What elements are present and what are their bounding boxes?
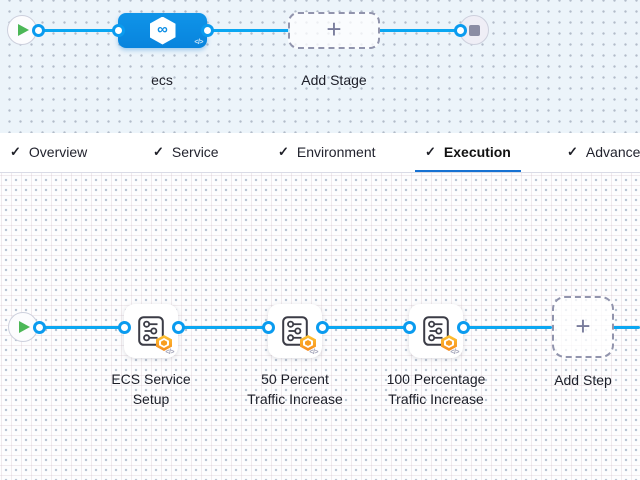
ecs-sliders-icon: [282, 316, 316, 351]
connector-dot[interactable]: [261, 320, 275, 334]
plus-icon: +: [326, 14, 342, 44]
ecs-sliders-icon: [423, 316, 457, 351]
step-label-line: ECS Service: [111, 371, 191, 387]
tab-advanced[interactable]: ✓ Advanced: [557, 133, 640, 172]
code-view-icon: </>: [309, 349, 318, 356]
step-label: 50 Percent Traffic Increase: [225, 369, 365, 409]
add-step-button[interactable]: +: [552, 296, 614, 358]
add-stage-label: Add Stage: [301, 72, 367, 88]
stage-node-ecs[interactable]: ∞ </>: [118, 13, 207, 48]
connector-dot[interactable]: [171, 320, 185, 334]
connector-dot[interactable]: [456, 320, 470, 334]
step-card-50-percent-traffic[interactable]: </>: [268, 304, 322, 358]
step-label: ECS Service Setup: [81, 369, 221, 409]
tab-label: Overview: [28, 143, 88, 160]
connector-dot[interactable]: [402, 320, 416, 334]
edge: [178, 325, 268, 329]
check-icon: ✓: [567, 143, 578, 159]
tab-service[interactable]: ✓ Service: [143, 133, 229, 172]
add-stage-button[interactable]: +: [288, 12, 380, 49]
connector-dot[interactable]: [315, 320, 329, 334]
tab-label: Execution: [443, 143, 511, 160]
tab-environment[interactable]: ✓ Environment: [268, 133, 386, 172]
code-view-icon: </>: [194, 39, 203, 46]
stage-label: ecs: [151, 72, 173, 88]
step-label-line: Traffic Increase: [247, 391, 343, 407]
edge-start-to-stage: [38, 28, 122, 32]
step-label-line: 100 Percentage: [386, 371, 486, 387]
edge: [322, 325, 409, 329]
step-label-line: 50 Percent: [261, 371, 329, 387]
play-icon: [18, 24, 29, 36]
edge-stage-to-addstage: [207, 28, 290, 32]
ecs-sliders-icon: [138, 316, 172, 351]
check-icon: ✓: [425, 143, 436, 159]
connector-dot[interactable]: [111, 23, 125, 37]
check-icon: ✓: [278, 143, 289, 159]
stage-canvas[interactable]: ∞ </> + ecs Add Stage: [0, 0, 640, 133]
edge: [39, 325, 124, 329]
step-label-line: Setup: [132, 391, 170, 407]
tab-label: Service: [171, 143, 219, 160]
edge: [612, 325, 640, 329]
aws-hexagon-badge: [156, 335, 172, 351]
infinity-glyph: ∞: [157, 21, 168, 38]
step-card-ecs-service-setup[interactable]: </>: [124, 304, 178, 358]
connector-dot[interactable]: [31, 23, 45, 37]
tab-label: Environment: [296, 143, 376, 160]
plus-icon: +: [575, 310, 591, 341]
stage-config-tabs: ✓ Overview ✓ Service ✓ Environment ✓ Exe…: [0, 133, 640, 173]
play-icon: [19, 321, 30, 333]
tab-overview[interactable]: ✓ Overview: [0, 133, 97, 172]
execution-canvas[interactable]: </> </>: [0, 173, 640, 480]
step-label: 100 Percentage Traffic Increase: [366, 369, 506, 409]
connector-dot[interactable]: [32, 320, 46, 334]
code-view-icon: </>: [165, 349, 174, 356]
check-icon: ✓: [153, 143, 164, 159]
aws-hexagon-badge: [441, 335, 457, 351]
edge-addstage-to-end: [378, 28, 460, 32]
step-card-100-percentage-traffic[interactable]: </>: [409, 304, 463, 358]
aws-hexagon-badge: [300, 335, 316, 351]
add-step-label: Add Step: [554, 372, 612, 388]
connector-dot[interactable]: [117, 320, 131, 334]
step-label-line: Traffic Increase: [388, 391, 484, 407]
code-view-icon: </>: [450, 349, 459, 356]
tab-execution[interactable]: ✓ Execution: [415, 133, 521, 172]
harness-stage-icon: ∞: [149, 16, 176, 45]
tab-label: Advanced: [585, 143, 640, 160]
stop-icon: [468, 24, 480, 36]
check-icon: ✓: [10, 143, 21, 159]
edge: [463, 325, 552, 329]
connector-dot[interactable]: [200, 23, 214, 37]
connector-dot[interactable]: [453, 23, 467, 37]
